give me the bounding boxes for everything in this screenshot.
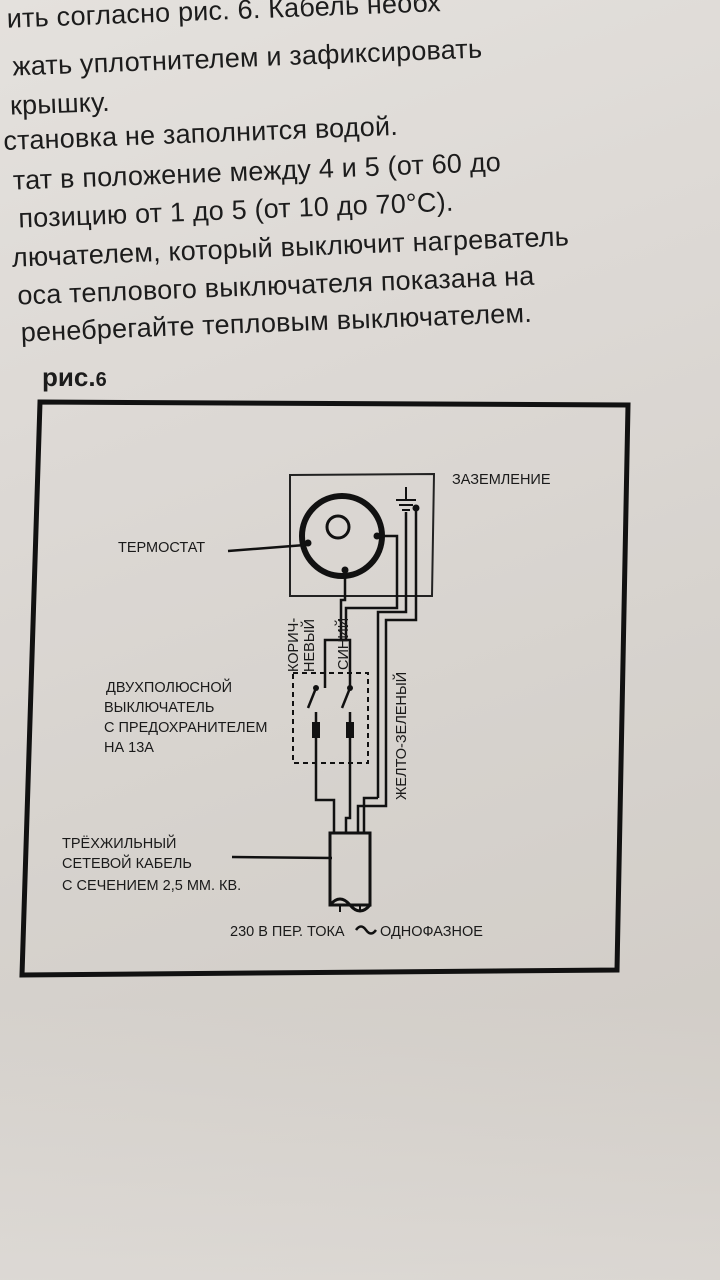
blue-wire — [339, 570, 352, 688]
neutral-wire-to-cable — [344, 748, 352, 833]
brown-wire — [323, 534, 399, 688]
supply-label-right: ОДНОФАЗНОЕ — [380, 924, 483, 940]
switch-label-3: С ПРЕДОХРАНИТЕЛЕМ — [104, 720, 267, 736]
brown-label-1: КОРИЧ- — [286, 618, 302, 672]
yellow-green-label: ЖЕЛТО-ЗЕЛЕНЫЙ — [392, 672, 410, 800]
live-wire-to-cable — [314, 748, 336, 833]
cable-label-1: ТРЁХЖИЛЬНЫЙ — [62, 834, 176, 852]
switch-label-4: НА 13А — [104, 740, 154, 756]
blue-label: СИНИЙ — [334, 618, 352, 670]
cable-leader — [231, 855, 333, 860]
switch-label-2: ВЫКЛЮЧАТЕЛЬ — [104, 700, 214, 716]
ground-icon — [396, 487, 420, 512]
switch-box — [292, 672, 369, 764]
thermostat-leader — [227, 543, 306, 553]
diagram-frame — [19, 399, 631, 978]
earth-wire — [356, 508, 418, 833]
brown-label-2: НЕВЫЙ — [300, 619, 318, 672]
cable-cut-end — [328, 897, 372, 913]
ac-symbol — [354, 925, 378, 935]
thermostat-housing — [289, 472, 436, 597]
thermostat-knob — [325, 514, 351, 540]
thermostat-terminal-left — [304, 539, 312, 547]
switch-contacts — [306, 685, 354, 748]
cable-label-2: СЕТЕВОЙ КАБЕЛЬ — [62, 854, 192, 872]
cable-label-3: С СЕЧЕНИЕМ 2,5 ММ. КВ. — [62, 878, 241, 894]
earth-wire-inner — [376, 512, 408, 798]
figure-label: рис.6 — [42, 362, 107, 392]
switch-label-1: ДВУХПОЛЮСНОЙ — [106, 678, 232, 696]
paper-shading — [0, 1000, 720, 1280]
thermostat-label: ТЕРМОСТАТ — [118, 540, 205, 556]
ground-label: ЗАЗЕМЛЕНИЕ — [452, 472, 551, 488]
earth-wire-to-cable — [362, 796, 378, 833]
mains-cable — [328, 831, 372, 907]
supply-label-left: 230 В ПЕР. ТОКА — [230, 924, 345, 940]
